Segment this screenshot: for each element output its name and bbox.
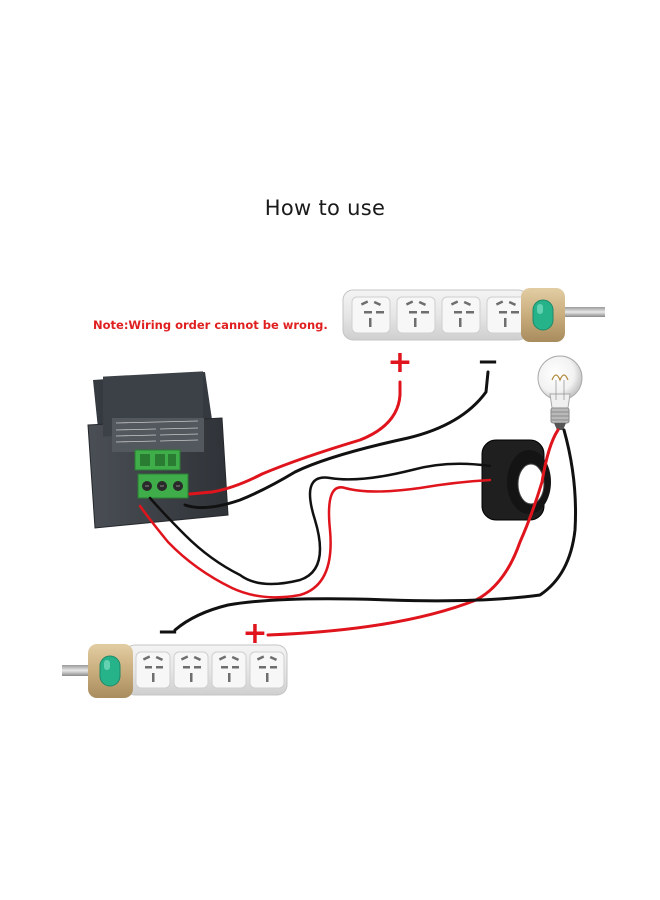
red-wire-ct bbox=[138, 478, 492, 599]
bottom-strip-switch bbox=[99, 655, 121, 687]
socket bbox=[441, 296, 481, 334]
socket bbox=[249, 651, 285, 689]
socket bbox=[351, 296, 391, 334]
socket bbox=[486, 296, 526, 334]
bottom-strip-sockets bbox=[135, 651, 285, 689]
top-negative-symbol: − bbox=[477, 347, 499, 377]
page-title: How to use bbox=[264, 196, 386, 220]
black-wire-ct bbox=[148, 462, 492, 586]
bottom-power-strip bbox=[62, 644, 288, 698]
red-wire-load bbox=[266, 428, 560, 637]
top-positive-symbol: + bbox=[387, 345, 412, 380]
power-meter-icon bbox=[87, 371, 229, 529]
socket bbox=[396, 296, 436, 334]
black-wire-load bbox=[173, 428, 578, 632]
wires bbox=[138, 370, 578, 637]
bottom-strip-cord bbox=[62, 665, 102, 676]
wiring-note: Note:Wiring order cannot be wrong. bbox=[93, 318, 328, 332]
bottom-negative-symbol: − bbox=[157, 617, 179, 647]
socket bbox=[173, 651, 209, 689]
top-power-strip bbox=[342, 288, 605, 342]
current-transformer-ring-icon bbox=[481, 439, 551, 521]
red-wire-top bbox=[188, 380, 402, 496]
black-wire-top bbox=[183, 370, 490, 510]
meter-label-plate bbox=[112, 418, 204, 452]
bottom-positive-symbol: + bbox=[242, 616, 267, 651]
light-bulb-icon bbox=[537, 355, 583, 430]
top-strip-cord bbox=[560, 307, 605, 317]
socket bbox=[135, 651, 171, 689]
socket bbox=[211, 651, 247, 689]
top-strip-switch bbox=[532, 299, 554, 331]
top-strip-sockets bbox=[351, 296, 526, 334]
